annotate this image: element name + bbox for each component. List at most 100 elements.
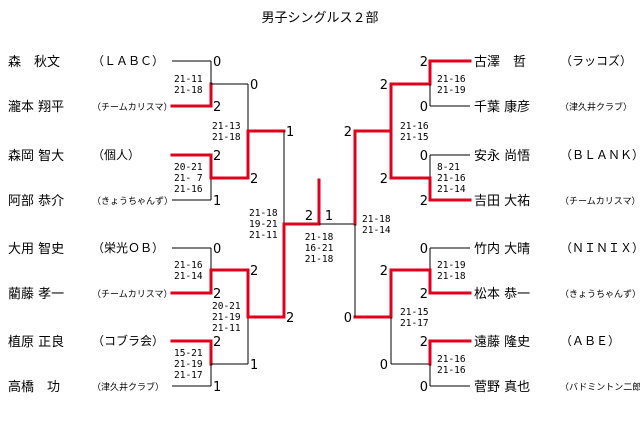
games-won: 0: [420, 242, 428, 257]
player-name: 森岡 智大: [8, 149, 64, 164]
match-score: 21-18: [305, 232, 334, 243]
games-won: 2: [213, 287, 221, 302]
games-won: 2: [380, 172, 388, 187]
match-score: 21-16: [400, 121, 429, 132]
match-score: 21-18: [437, 271, 466, 282]
match-score: 21-14: [362, 225, 391, 236]
team-name: （チームカリスマ）: [92, 102, 172, 113]
games-won: 2: [380, 78, 388, 93]
match-score: 21-15: [400, 132, 429, 143]
match-score: 21-19: [212, 312, 241, 323]
player-name: 菅野 真也: [474, 380, 530, 395]
match-score: 21-18: [174, 85, 203, 96]
team-name: （栄光ＯＢ）: [92, 241, 164, 255]
match-score: 19-21: [249, 219, 278, 230]
player-name: 遠藤 隆史: [474, 335, 530, 350]
team-name: （チームカリスマ）: [92, 289, 172, 300]
games-won: 2: [380, 264, 388, 279]
games-won: 2: [420, 287, 428, 302]
team-name: （きょうちゃんず）: [560, 289, 640, 300]
games-won: 0: [250, 78, 258, 93]
team-name: （ＡＢＥ）: [560, 334, 620, 348]
match-score: 21-19: [437, 260, 466, 271]
games-won: 2: [213, 149, 221, 164]
player-name: 大用 智史: [8, 242, 64, 257]
player-name: 瀧本 翔平: [8, 100, 64, 115]
bracket-title: 男子シングルス２部: [261, 11, 378, 26]
player-name: 吉田 大祐: [474, 194, 530, 209]
games-won: 2: [344, 125, 352, 140]
match-score: 21-17: [174, 370, 203, 381]
match-score: 21- 7: [174, 173, 203, 184]
games-won: 0: [380, 358, 388, 373]
match-score: 21-15: [400, 307, 429, 318]
games-won: 0: [420, 149, 428, 164]
match-score: 21-16: [437, 74, 466, 85]
games-won: 2: [250, 172, 258, 187]
match-score: 15-21: [174, 348, 203, 359]
player-name: 松本 恭一: [474, 287, 530, 302]
games-won: 0: [420, 100, 428, 115]
games-won: 1: [250, 358, 258, 373]
bracket-lines: [170, 59, 472, 387]
player-name: 竹内 大晴: [474, 241, 530, 257]
player-name: 森 秋文: [8, 55, 60, 70]
team-name: （ＬＡＢＣ）: [92, 54, 164, 68]
games-won: 2: [305, 209, 313, 224]
games-won: 0: [213, 55, 221, 70]
match-score: 21-14: [174, 271, 203, 282]
match-score: 21-18: [212, 132, 241, 143]
match-score: 21-13: [212, 121, 241, 132]
games-won: 2: [420, 335, 428, 350]
match-score: 21-18: [362, 214, 391, 225]
team-name: （きょうちゃんず）: [92, 196, 173, 207]
match-score: 21-18: [305, 254, 334, 265]
team-name: （津久井クラブ）: [560, 101, 632, 113]
games-won: 2: [420, 194, 428, 209]
match-score: 21-16: [174, 184, 203, 195]
team-name: （個人）: [92, 148, 140, 162]
games-won: 0: [344, 311, 352, 326]
match-score: 8-21: [437, 162, 460, 173]
games-won: 1: [286, 125, 294, 140]
player-name: 古澤 哲: [474, 55, 526, 70]
player-name: 藺藤 孝一: [8, 287, 64, 302]
player-name: 千葉 康彦: [474, 99, 530, 115]
player-name: 安永 尚悟: [474, 149, 530, 164]
match-score: 21-14: [437, 184, 466, 195]
player-name: 阿部 恭介: [8, 194, 64, 209]
match-score: 21-18: [249, 208, 278, 219]
games-won: 1: [325, 209, 333, 224]
games-won: 1: [213, 194, 221, 209]
match-score: 20-21: [212, 301, 241, 312]
match-score: 21-11: [212, 323, 241, 334]
match-score: 20-21: [174, 162, 203, 173]
games-won: 0: [420, 380, 428, 395]
match-score: 21-11: [174, 74, 203, 85]
games-won: 2: [213, 335, 221, 350]
match-score: 21-16: [437, 354, 466, 365]
match-score: 21-19: [437, 85, 466, 96]
team-name: （ラッコズ）: [560, 53, 632, 68]
games-won: 2: [420, 55, 428, 70]
team-name: （ＮＩＮＩＸ）: [560, 241, 640, 255]
match-score: 21-16: [437, 173, 466, 184]
team-name: （コブラ会）: [92, 333, 164, 348]
match-score: 21-19: [174, 359, 203, 370]
games-won: 2: [286, 311, 294, 326]
match-score: 21-16: [174, 260, 203, 271]
team-name: （チームカリスマ）: [560, 196, 640, 207]
games-won: 0: [213, 242, 221, 257]
team-name: （バドミントン二郎）: [560, 381, 640, 393]
match-score: 21-11: [249, 230, 278, 241]
bracket-labels: 森 秋文 （ＬＡＢＣ） 瀧本 翔平 （チームカリスマ） 森岡 智大 （個人） 阿部 恭介 （き…: [8, 53, 640, 395]
match-score: 21-16: [437, 365, 466, 376]
games-won: 2: [213, 100, 221, 115]
match-score: 16-21: [305, 243, 334, 254]
team-name: （津久井クラブ）: [92, 381, 164, 393]
player-name: 高橋 功: [8, 379, 60, 395]
games-won: 1: [213, 380, 221, 395]
games-won: 2: [250, 264, 258, 279]
match-score: 21-17: [400, 318, 429, 329]
